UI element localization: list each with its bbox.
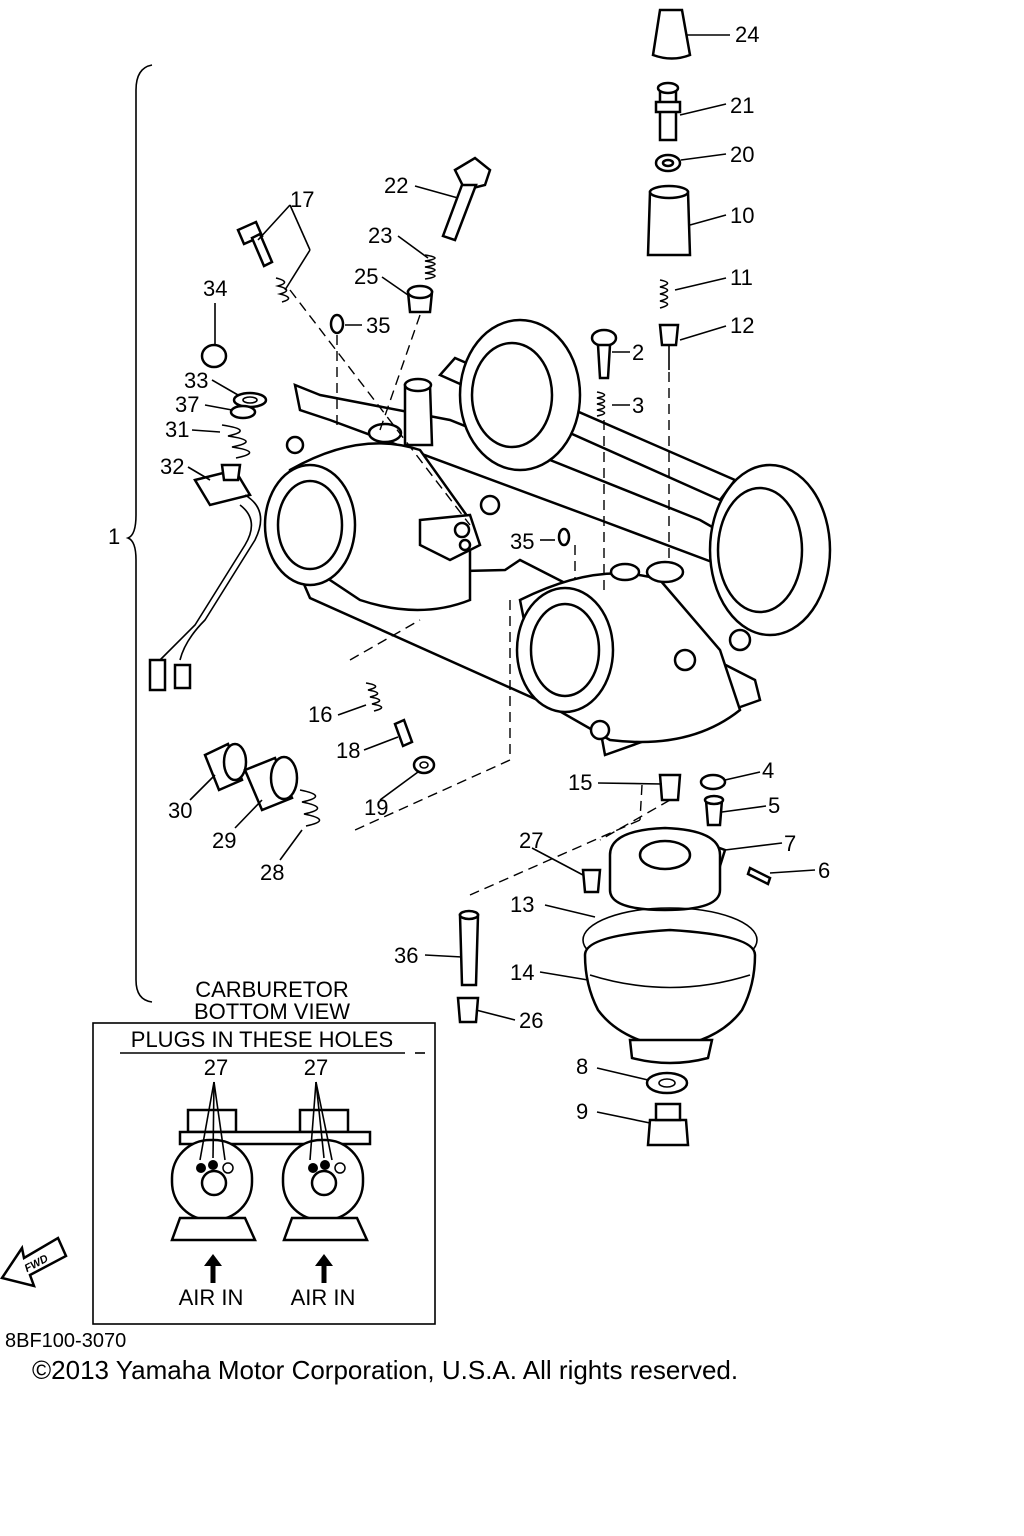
copyright-notice: ©2013 Yamaha Motor Corporation, U.S.A. A… [32,1355,739,1385]
callout-17: 17 [290,187,314,212]
callout-4: 4 [762,758,774,783]
inset-label-left: 27 [204,1055,228,1080]
callout-37: 37 [175,392,199,417]
callout-12: 12 [730,313,754,338]
assembly-bracket [125,64,153,1003]
callout-3: 3 [632,393,644,418]
callout-31: 31 [165,417,189,442]
callout-15: 15 [568,770,592,795]
air-in-label-left: AIR IN [179,1285,244,1310]
callout-20: 20 [730,142,754,167]
air-in-label-right: AIR IN [291,1285,356,1310]
part-code: 8BF100-3070 [5,1330,127,1352]
air-in-arrow-right [315,1254,333,1283]
callout-29: 29 [212,828,236,853]
lower-left-small-parts [365,682,436,775]
callout-28: 28 [260,860,284,885]
callout-33: 33 [184,368,208,393]
callout-14: 14 [510,960,534,985]
callout-numbers: 1 2 3 4 5 6 7 8 9 10 11 12 13 14 15 16 1… [108,22,830,1124]
callout-10: 10 [730,203,754,228]
callout-18: 18 [336,738,360,763]
pilot-screw-stack [406,156,492,314]
inset-title-line2: BOTTOM VIEW [194,999,350,1024]
callout-5: 5 [768,793,780,818]
callout-36: 36 [394,943,418,968]
callout-16: 16 [308,702,332,727]
callout-8: 8 [576,1054,588,1079]
float-parts [581,773,772,912]
callout-35a: 35 [366,313,390,338]
carburetor-assembly [263,318,832,757]
plug-hole-right-a [308,1163,318,1173]
callout-34: 34 [203,276,227,301]
fwd-arrow-icon: FWD [0,1236,68,1288]
needle-valve-stack [646,8,692,370]
callout-26: 26 [519,1008,543,1033]
air-in-arrow-left [204,1254,222,1283]
callout-13: 13 [510,892,534,917]
float-bowl [582,907,758,1065]
screw-spring-2-3 [590,328,618,417]
plug-hole-left-b [208,1160,218,1170]
callout-23: 23 [368,223,392,248]
callout-21: 21 [730,93,754,118]
callout-27: 27 [519,828,543,853]
callout-24: 24 [735,22,759,47]
callout-19: 19 [364,795,388,820]
inset-label-right: 27 [304,1055,328,1080]
callout-9: 9 [576,1099,588,1124]
callout-2: 2 [632,340,644,365]
bottom-view-inset: PLUGS IN THESE HOLES 27 27 [92,1022,436,1325]
callout-32: 32 [160,454,184,479]
callout-6: 6 [818,858,830,883]
callout-22: 22 [384,173,408,198]
accelerator-pump-parts [203,742,321,827]
callout-30: 30 [168,798,192,823]
main-jet-stack [456,909,480,1024]
callout-11: 11 [730,265,753,290]
callout-1: 1 [108,524,120,549]
callout-7: 7 [784,831,796,856]
plug-hole-right-b [320,1160,330,1170]
inset-header: PLUGS IN THESE HOLES [131,1027,393,1052]
plug-hole-left-a [196,1163,206,1173]
inset-title-line1: CARBURETOR [195,977,349,1002]
leader-lines [187,34,816,1124]
callout-35b: 35 [510,529,534,554]
fuel-inlet-stack [148,343,268,692]
callout-25: 25 [354,264,378,289]
drain-parts [645,1071,690,1147]
assembly-guide-lines [289,289,671,896]
